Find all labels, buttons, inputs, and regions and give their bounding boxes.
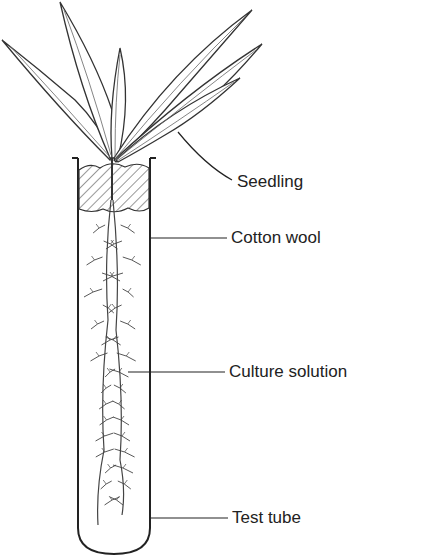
part-label: Seedling [237,172,303,192]
part-label: Cotton wool [231,228,321,248]
part-label: Culture solution [229,362,347,382]
leader-lines [128,132,232,518]
part-label: Test tube [232,508,301,528]
test-tube [78,158,150,554]
leaves [2,2,262,162]
roots [84,200,141,525]
